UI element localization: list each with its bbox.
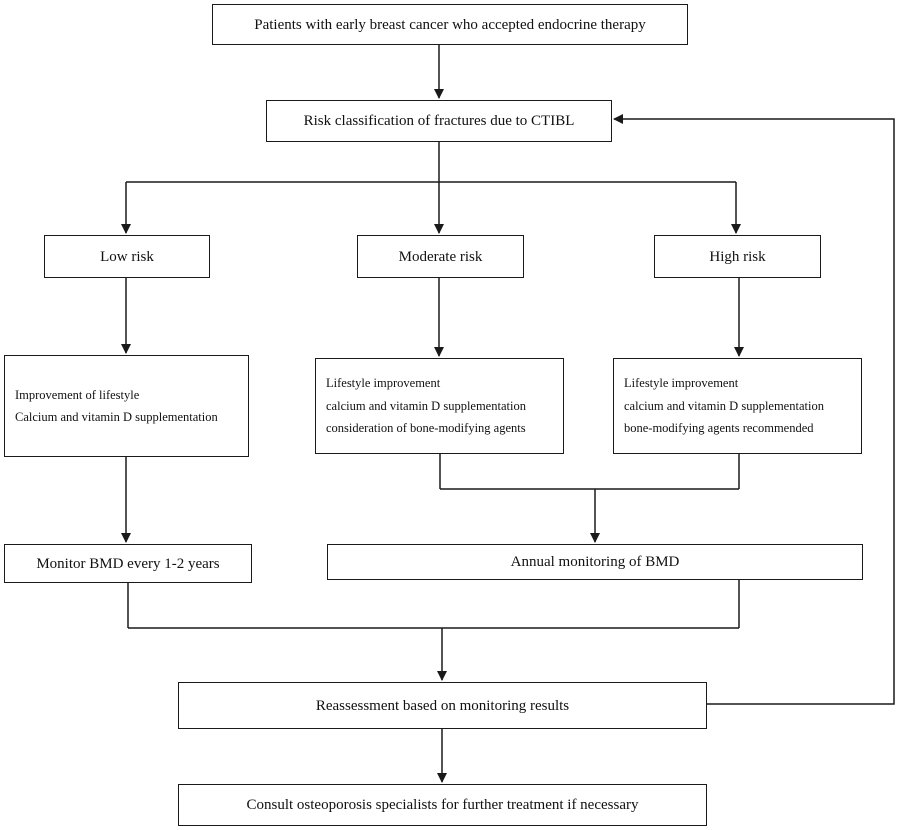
moderate-risk-actions-node: Lifestyle improvement calcium and vitami… bbox=[315, 358, 564, 454]
high-action-line: Lifestyle improvement bbox=[624, 376, 739, 391]
low-risk-actions-node: Improvement of lifestyle Calcium and vit… bbox=[4, 355, 249, 457]
moderate-risk-node: Moderate risk bbox=[357, 235, 524, 278]
low-risk-node: Low risk bbox=[44, 235, 210, 278]
start-node: Patients with early breast cancer who ac… bbox=[212, 4, 688, 45]
high-risk-actions-node: Lifestyle improvement calcium and vitami… bbox=[613, 358, 862, 454]
high-action-line: bone-modifying agents recommended bbox=[624, 421, 814, 436]
high-action-line: calcium and vitamin D supplementation bbox=[624, 398, 824, 413]
low-action-line: Calcium and vitamin D supplementation bbox=[15, 410, 218, 424]
feedback-loop-arrow bbox=[613, 114, 895, 705]
annual-monitoring-node: Annual monitoring of BMD bbox=[327, 544, 863, 580]
high-risk-node: High risk bbox=[654, 235, 821, 278]
moderate-action-line: Lifestyle improvement bbox=[326, 376, 441, 391]
monitor-bmd-low-node: Monitor BMD every 1-2 years bbox=[4, 544, 252, 583]
reassessment-node: Reassessment based on monitoring results bbox=[178, 682, 707, 729]
moderate-action-line: calcium and vitamin D supplementation bbox=[326, 398, 526, 413]
risk-classification-node: Risk classification of fractures due to … bbox=[266, 100, 612, 142]
low-action-line: Improvement of lifestyle bbox=[15, 387, 140, 402]
moderate-action-line: consideration of bone-modifying agents bbox=[326, 421, 526, 436]
consult-node: Consult osteoporosis specialists for fur… bbox=[178, 784, 707, 826]
